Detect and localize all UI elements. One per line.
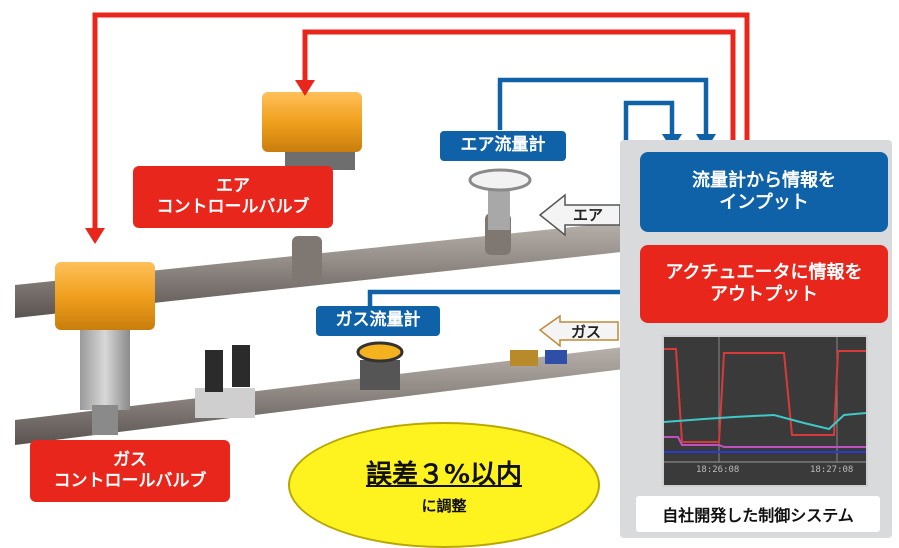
trend-series-cyan xyxy=(664,412,866,431)
accuracy-callout-sub: に調整 xyxy=(421,497,467,515)
gas-valve-actuator xyxy=(55,262,155,330)
red-signal-line-outer xyxy=(92,12,750,245)
air-flowmeter-label: エア流量計 xyxy=(440,131,566,161)
air-valve-actuator xyxy=(262,92,362,152)
trend-timestamp-2: 18:27:08 xyxy=(810,465,854,475)
gas-control-valve-label-line2: コントロールバルブ xyxy=(53,471,207,491)
trend-series-magenta xyxy=(664,436,866,448)
gas-valve-body xyxy=(80,330,130,410)
gas-control-valve-label-line1: ガス xyxy=(113,449,147,470)
output-info-box: アクチュエータに情報を アウトプット xyxy=(640,245,888,323)
red-arrowhead xyxy=(85,228,105,244)
gas-pipe xyxy=(15,345,640,445)
trend-timestamp-1: 18:26:08 xyxy=(696,465,740,475)
trend-graph xyxy=(664,337,866,463)
air-flowmeter-dial xyxy=(468,168,532,192)
gas-flowmeter-label: ガス流量計 xyxy=(316,306,440,336)
gas-arrow-label: ガス xyxy=(570,322,601,341)
input-info-line2: インプット xyxy=(719,192,809,213)
gas-flowmeter-dial xyxy=(356,341,404,363)
red-arrowhead xyxy=(295,80,315,96)
air-flowmeter-body xyxy=(488,190,510,230)
gas-flowmeter-body xyxy=(360,360,400,390)
gas-control-valve-label: ガス コントロールバルブ xyxy=(30,440,230,502)
accuracy-callout: 誤差３%以内 に調整 xyxy=(288,422,600,548)
input-info-line1: 流量計から情報を xyxy=(692,169,836,191)
air-control-valve-label-line2: コントロールバルブ xyxy=(156,197,310,217)
gas-valve-neck xyxy=(92,405,118,435)
red-signal-line-inner xyxy=(302,29,736,245)
blue-signal-line-air xyxy=(497,77,709,136)
output-info-line2: アウトプット xyxy=(710,284,818,305)
air-control-valve-label: エア コントロールバルブ xyxy=(133,166,333,228)
gas-flow-arrow xyxy=(538,314,619,348)
air-pipe-flange xyxy=(292,236,322,284)
solenoid-coil xyxy=(205,350,223,392)
solenoid-coil xyxy=(232,345,250,387)
input-info-box: 流量計から情報を インプット xyxy=(640,152,888,232)
air-control-valve-label-line1: エア xyxy=(216,175,250,196)
system-name: 自社開発した制御システム xyxy=(636,496,880,532)
accuracy-callout-main: 誤差３%以内 xyxy=(365,460,523,490)
gas-pipe-fitting xyxy=(545,350,567,364)
output-info-line1: アクチュエータに情報を xyxy=(665,261,863,283)
air-pipe xyxy=(15,220,640,318)
air-valve-stem xyxy=(285,150,355,170)
air-arrow-label: エア xyxy=(572,205,603,224)
trend-series-red xyxy=(664,348,866,443)
gas-pipe-fitting xyxy=(510,350,538,366)
solenoid-block xyxy=(195,388,255,418)
